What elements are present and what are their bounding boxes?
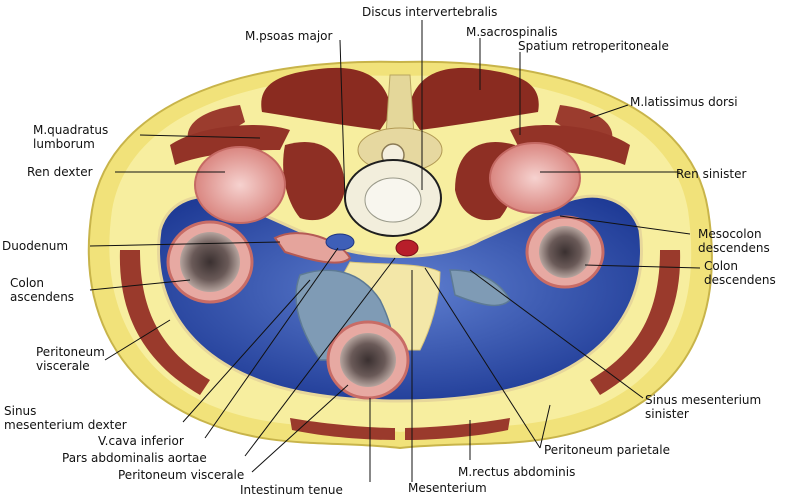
label-sacrospinalis: M.sacrospinalis (466, 25, 557, 39)
latissimus-left (187, 105, 245, 140)
label-discus: Discus intervertebralis (362, 5, 497, 19)
label-spatium: Spatium retroperitoneale (518, 39, 669, 53)
label-sinus-sin-1: Sinus mesenterium (645, 393, 761, 407)
quadratus-right (510, 125, 630, 165)
label-perit-visc-1: Peritoneum (36, 345, 105, 359)
sacrospinalis-left (261, 67, 392, 130)
quadratus-left (170, 125, 290, 165)
label-sinus-dex-2: mesenterium dexter (4, 418, 127, 432)
label-colon-asc-1: Colon (10, 276, 44, 290)
label-quadratus-2: lumborum (33, 137, 95, 151)
aorta (395, 239, 419, 257)
label-colon-desc-2: descendens (704, 273, 776, 287)
label-sinus-dex-1: Sinus (4, 404, 36, 418)
label-mesenterium: Mesenterium (408, 481, 487, 495)
label-perit-visc-b: Peritoneum viscerale (118, 468, 244, 482)
label-sinus-sin-2: sinister (645, 407, 689, 421)
duodenum-organ (273, 232, 352, 264)
label-ren-dexter: Ren dexter (27, 165, 93, 179)
label-mesocolon-1: Mesocolon (698, 227, 762, 241)
label-psoas: M.psoas major (245, 29, 333, 43)
nucleus-pulposus (364, 177, 422, 223)
label-rectus: M.rectus abdominis (458, 465, 575, 479)
label-perit-pariet: Peritoneum parietale (544, 443, 670, 457)
lateral-wall-left (119, 250, 210, 395)
kidney-right-organ (194, 146, 286, 224)
label-mesocolon-2: descendens (698, 241, 770, 255)
label-perit-visc-2: viscerale (36, 359, 90, 373)
label-colon-desc-1: Colon (704, 259, 738, 273)
leader-lines (89, 20, 701, 482)
label-aorta: Pars abdominalis aortae (62, 451, 207, 465)
spinous-process (385, 74, 415, 136)
label-ren-sinister: Ren sinister (676, 167, 746, 181)
label-latissimus: M.latissimus dorsi (630, 95, 738, 109)
lateral-wall-right (590, 250, 681, 395)
rectus-left (290, 418, 395, 440)
label-intestinum: Intestinum tenue (240, 483, 343, 497)
label-quadratus-1: M.quadratus (33, 123, 108, 137)
label-colon-asc-2: ascendens (10, 290, 74, 304)
sacrospinalis-right (408, 67, 539, 130)
label-duodenum: Duodenum (2, 239, 68, 253)
rectus-right (405, 418, 510, 440)
latissimus-right (555, 105, 613, 140)
kidney-left-organ (489, 142, 581, 214)
label-vcava: V.cava inferior (98, 434, 184, 448)
psoas-left (283, 142, 345, 221)
vena-cava (325, 233, 355, 251)
